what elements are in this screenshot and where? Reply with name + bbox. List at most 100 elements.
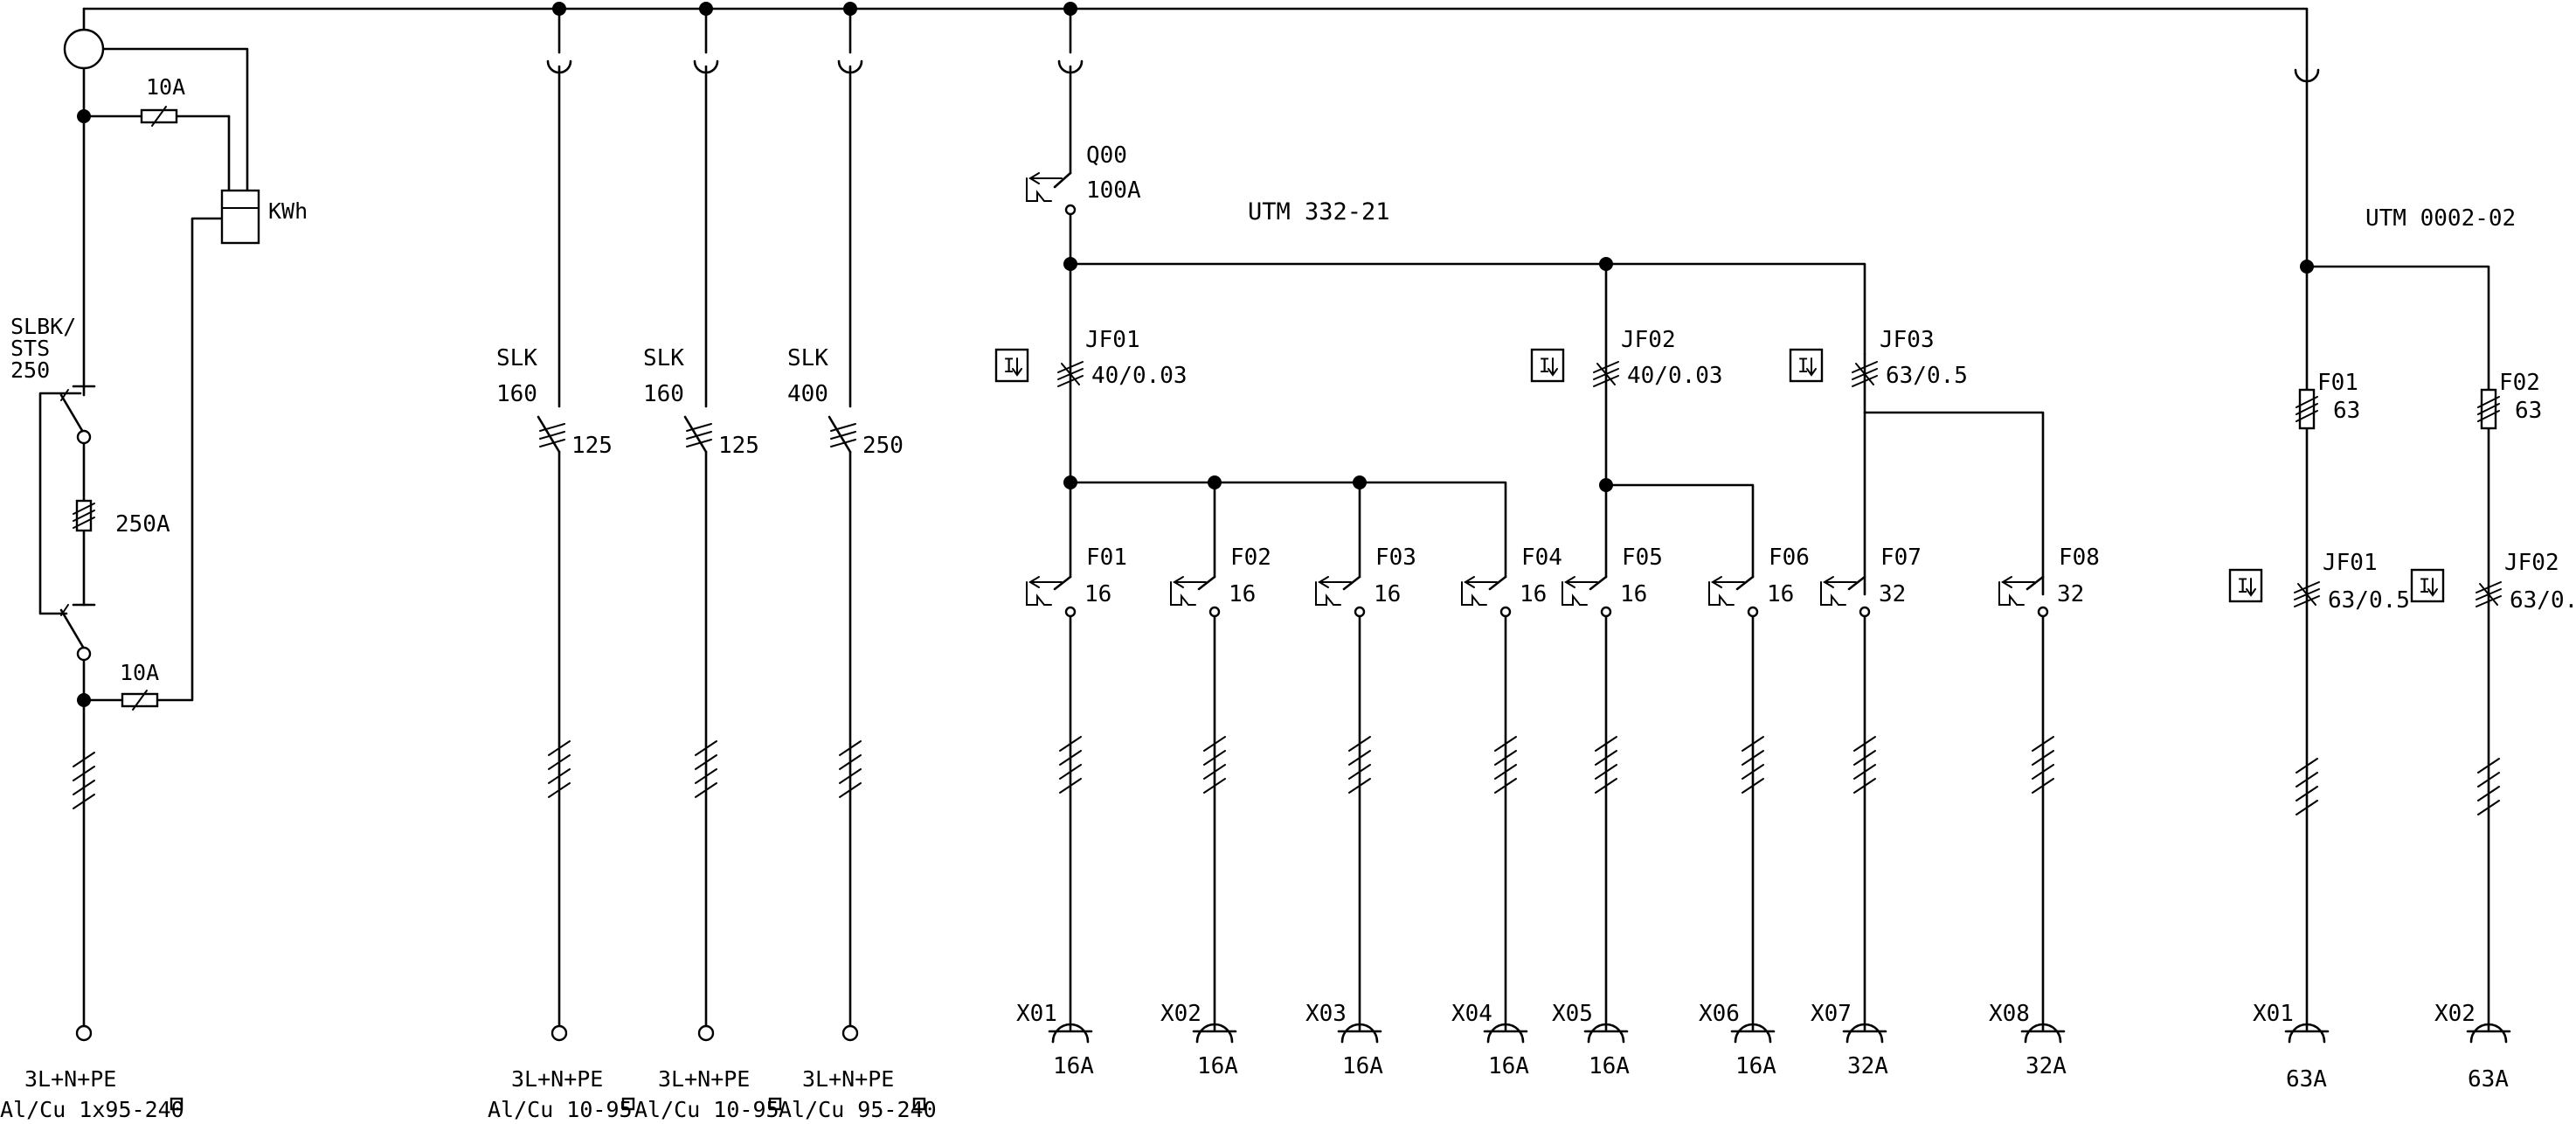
- rcd-icon-text: I: [1539, 356, 1550, 378]
- meter-fuse-bottom-rating: 10A: [120, 660, 159, 685]
- switch-mark: [60, 604, 69, 616]
- breaker-name: F06: [1769, 545, 1810, 571]
- plug-socket-icon: [546, 59, 572, 74]
- circuit-breaker-icon: [1562, 575, 1612, 618]
- cable-stroke: [1494, 736, 1517, 752]
- fuse-switch-icon: [683, 415, 712, 454]
- fuse-icon: [2296, 388, 2318, 430]
- cable-stroke: [73, 752, 95, 767]
- junction-dot: [1599, 257, 1613, 271]
- outlet-rating: 16A: [1589, 1053, 1630, 1079]
- utm2-outlet-rating: 63A: [2286, 1066, 2327, 1093]
- terminal-circle: [841, 1024, 859, 1042]
- breaker-contact: [1354, 606, 1366, 618]
- socket-outlet-icon: [1734, 1023, 1772, 1044]
- rcd-stroke: [2479, 583, 2498, 606]
- switch-blade: [683, 415, 708, 454]
- breaker-rating: 16: [1620, 581, 1647, 607]
- circuit-breaker-icon: [1461, 575, 1512, 618]
- cable-stroke: [548, 782, 571, 798]
- cable-stroke: [839, 782, 862, 798]
- fuse-hatch: [2477, 403, 2500, 415]
- cable-stroke: [839, 754, 862, 770]
- q00-name: Q00: [1086, 142, 1127, 169]
- terminal-circle: [76, 429, 92, 445]
- rcd-arrow-head: [1548, 368, 1558, 377]
- fuse-hatch: [2296, 396, 2318, 408]
- meter-body: [220, 189, 260, 245]
- cable-stroke: [2032, 778, 2054, 794]
- rcd1-bus: [1069, 481, 1507, 579]
- cable-stroke: [1059, 750, 1082, 766]
- breaker-trip: [1461, 581, 1487, 606]
- utm2-outlet-rating: 63A: [2468, 1066, 2509, 1093]
- utm2-fuse-rating: 63: [2515, 398, 2542, 424]
- switch-hatch: [830, 431, 856, 440]
- cable-marker-icon: [2296, 758, 2318, 815]
- cable-stroke: [1494, 750, 1517, 766]
- switch-hatch: [686, 431, 712, 440]
- plug-socket-icon: [837, 59, 863, 74]
- cable-cross-section-icon: [170, 1097, 184, 1111]
- kwh-meter-icon: [220, 189, 260, 245]
- breaker-name: F08: [2059, 545, 2100, 571]
- outlet-name: X07: [1811, 1001, 1852, 1027]
- breaker-arrow: [1823, 576, 1834, 588]
- supply-cable-bottom: Al/Cu 95-240: [779, 1097, 937, 1122]
- outlet-name: X02: [1160, 1001, 1201, 1027]
- cable-stroke: [2296, 786, 2318, 801]
- rcd-arrow-head: [2427, 588, 2438, 597]
- junction-dot: [77, 109, 91, 123]
- breaker-name: F03: [1375, 545, 1416, 571]
- cable-stroke: [2477, 800, 2500, 815]
- rcd-stroke: [1855, 363, 1874, 385]
- cable-stroke: [2477, 786, 2500, 801]
- meter-kwh-label: KWh: [268, 198, 308, 224]
- cable-stroke: [695, 768, 717, 784]
- rcd-trip-icon: I: [994, 348, 1029, 383]
- outlet-rating: 16A: [1488, 1053, 1529, 1079]
- fuse-hatch: [73, 517, 95, 529]
- fuse-hatch: [2477, 396, 2500, 408]
- socket-outlet-icon: [2288, 1023, 2326, 1044]
- junction-dot: [552, 2, 566, 16]
- outlet-name: X08: [1989, 1001, 2030, 1027]
- supply-fuse-rating: 125: [571, 433, 613, 459]
- fuse-icon: [73, 499, 95, 532]
- cable-cross-section-icon: [912, 1097, 926, 1111]
- socket-outlet-icon: [2024, 1023, 2062, 1044]
- breaker-blade: [1735, 575, 1755, 591]
- junction-dot: [1599, 478, 1613, 492]
- switch-hatch: [830, 439, 856, 448]
- rcd-trip-icon: I: [1530, 348, 1565, 383]
- rcd-stroke: [1057, 375, 1084, 387]
- breaker-name: F07: [1880, 545, 1922, 571]
- cable-stroke: [2296, 800, 2318, 815]
- rcd-arrow-head: [1806, 368, 1817, 377]
- cable-stroke: [1348, 778, 1371, 794]
- cable-marker-icon: [1203, 736, 1226, 794]
- switch-hatch: [539, 431, 565, 440]
- rcd-hatch-icon: [1593, 361, 1619, 387]
- rcd-arrow-head: [1012, 368, 1022, 377]
- socket-outlet-icon: [2469, 1023, 2508, 1044]
- fuse-hatch: [73, 510, 95, 522]
- rcd-hatch-icon: [1057, 361, 1084, 387]
- utm2-title: UTM 0002-02: [2365, 205, 2516, 232]
- breaker-contact: [1208, 606, 1221, 618]
- cable-stroke: [2296, 772, 2318, 787]
- switch-blade: [59, 608, 86, 650]
- rcd-stroke: [1852, 361, 1878, 373]
- breaker-arrow: [2001, 576, 2012, 588]
- breaker-blade: [1053, 171, 1072, 189]
- rcd-rating: 40/0.03: [1091, 363, 1188, 389]
- cable-marker-icon: [1742, 736, 1764, 794]
- outlet-name: X06: [1699, 1001, 1740, 1027]
- circuit-breaker-icon: [1708, 575, 1759, 618]
- breaker-name: F05: [1622, 545, 1663, 571]
- cable-stroke: [839, 740, 862, 756]
- outlet-rating: 16A: [1053, 1053, 1094, 1079]
- breaker-name: F04: [1521, 545, 1562, 571]
- circuit-breaker-icon: [1998, 575, 2049, 618]
